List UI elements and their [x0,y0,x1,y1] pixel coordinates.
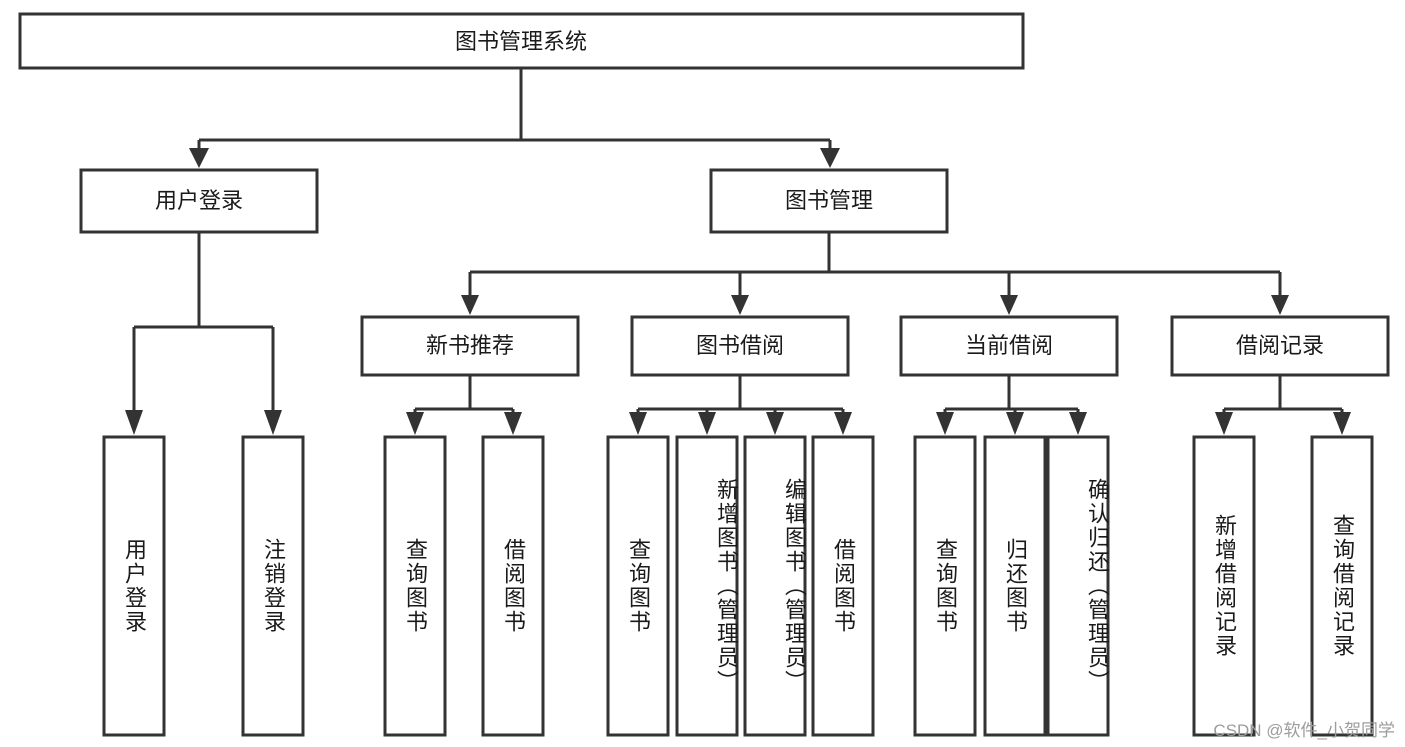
arrow-head-leaf-book-borrow-4 [834,412,852,435]
leaf-box-book-borrow-1[interactable] [606,435,670,737]
leaf-box-borrow-record-2[interactable] [1310,435,1374,737]
node-root-box[interactable] [18,12,1025,70]
arrow-head-leaf-new-book-2 [504,412,522,435]
arrow-head-current-borrow [1000,295,1018,315]
node-current-borrow-box[interactable] [899,315,1119,377]
arrow-head-leaf-current-borrow-1 [936,412,954,435]
leaf-box-user-login-2[interactable] [241,435,305,737]
arrow-head-leaf-borrow-record-1 [1215,412,1233,435]
arrow-head-leaf-current-borrow-3 [1069,412,1087,435]
arrow-head-leaf-borrow-record-2 [1333,412,1351,435]
arrow-head-user-login [189,148,209,168]
node-book-manage-label: 图书管理 [785,188,873,213]
leaf-box-book-borrow-4[interactable] [811,435,875,737]
node-new-book-recommend-label: 新书推荐 [426,333,514,358]
node-current-borrow-label: 当前借阅 [965,333,1053,358]
node-book-borrow-box[interactable] [630,315,850,377]
arrow-head-leaf-current-borrow-2 [1006,412,1024,435]
node-user-login-label: 用户登录 [155,188,243,213]
node-new-book-recommend-box[interactable] [360,315,580,377]
watermark-text: CSDN @软件_小贺同学 [1213,721,1395,740]
leaf-box-current-borrow-3[interactable] [1046,435,1110,737]
arrow-head-book-manage [820,148,840,168]
leaf-box-book-borrow-3[interactable] [743,435,807,737]
leaf-box-current-borrow-2[interactable] [983,435,1047,737]
arrow-head-book-borrow [731,295,749,315]
leaf-box-book-borrow-2[interactable] [675,435,739,737]
node-borrow-record-box[interactable] [1170,315,1390,377]
node-book-manage-box[interactable] [709,168,949,234]
node-book-borrow-label: 图书借阅 [696,333,784,358]
leaf-box-user-login-1[interactable] [102,435,166,737]
arrow-head-leaf-new-book-1 [406,412,424,435]
arrow-head-leaf-book-borrow-1 [629,412,647,435]
leaf-box-borrow-record-1[interactable] [1192,435,1256,737]
arrow-head-leaf-user-login-2 [264,410,282,435]
arrow-head-leaf-book-borrow-2 [698,412,716,435]
leaf-box-new-book-2[interactable] [481,435,545,737]
node-borrow-record-label: 借阅记录 [1236,333,1324,358]
leaf-box-current-borrow-1[interactable] [913,435,977,737]
arrow-head-new-book [461,295,479,315]
arrow-head-leaf-user-login-1 [125,410,143,435]
leaf-box-new-book-1[interactable] [383,435,447,737]
arrow-head-borrow-record [1271,295,1289,315]
arrow-head-leaf-book-borrow-3 [766,412,784,435]
node-root-label: 图书管理系统 [455,29,587,54]
